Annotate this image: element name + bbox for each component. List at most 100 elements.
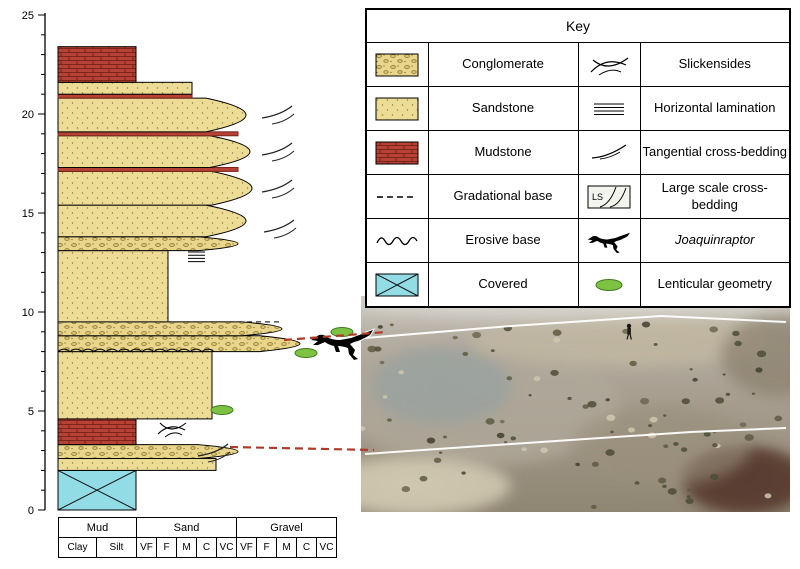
key-symbol-label: Horizontal lamination — [639, 86, 791, 131]
grain-cell: M — [276, 537, 297, 558]
conglomerate-swatch — [365, 42, 429, 87]
conglomerate-pattern — [375, 53, 419, 76]
gradational-base-line — [377, 195, 418, 198]
slickensides-icon — [590, 57, 629, 75]
strat-unit-mudstone — [57, 418, 137, 446]
grain-cell: VC — [316, 537, 337, 558]
key-row-sandstone: Sandstone Horizontal lamination — [365, 86, 791, 131]
sandstone-pattern — [375, 97, 419, 120]
slickensides-symbol-cell — [577, 42, 641, 87]
erosive-contact — [57, 348, 215, 353]
key-label: Covered — [427, 262, 579, 308]
correlation-line — [229, 445, 375, 452]
key-row-gradational: Gradational base LS Large scale cross-bedd… — [365, 174, 791, 219]
gradational-swatch — [365, 174, 429, 219]
ls-symbol-cell: LS — [577, 174, 641, 219]
grain-cell: VF — [136, 537, 157, 558]
strat-unit-conglomerate — [57, 444, 239, 460]
grain-group-gravel: Gravel — [236, 517, 337, 538]
key-row-conglomerate: Conglomerate Slickensides — [365, 42, 791, 87]
key-symbol-label: Joaquinraptor — [639, 218, 791, 263]
tangential-symbol — [263, 219, 297, 239]
covered-x — [57, 469, 137, 511]
tangential-symbol — [261, 142, 295, 162]
grain-cell: VC — [216, 537, 237, 558]
axis-tick-label: 20 — [22, 109, 34, 121]
sandstone-swatch — [365, 86, 429, 131]
mudstone-swatch — [365, 130, 429, 175]
covered-swatch — [365, 262, 429, 308]
strat-unit-mudstone — [57, 46, 137, 83]
strat-unit-conglomerate — [57, 335, 301, 353]
axis-tick-label: 5 — [28, 406, 34, 418]
axis-tick-label: 25 — [22, 10, 34, 22]
covered-pattern — [375, 273, 419, 296]
tangential-symbol — [261, 105, 295, 125]
grain-cell: C — [296, 537, 317, 558]
tangential-symbol — [261, 179, 295, 199]
ls-label: LS — [592, 192, 603, 202]
hlam-symbol-cell — [577, 86, 641, 131]
strat-unit-mudstone — [57, 131, 239, 137]
ellipse-symbol-cell — [577, 262, 641, 308]
axis-tick-label: 10 — [22, 307, 34, 319]
tangential-symbol-cell — [577, 130, 641, 175]
axis-tick-label: 15 — [22, 208, 34, 220]
strat-unit-sandstone — [57, 170, 253, 206]
grain-cell: F — [256, 537, 277, 558]
grain-group-sand: Sand — [136, 517, 237, 538]
dino-symbol-cell — [577, 218, 641, 263]
strat-unit-mudstone — [57, 93, 193, 99]
strat-unit-sandstone — [57, 351, 213, 420]
joaquinraptor-icon — [587, 232, 630, 253]
key-label: Erosive base — [427, 218, 579, 263]
ellipse-symbol — [330, 327, 354, 337]
lenticular-geometry-icon — [595, 278, 623, 291]
strat-unit-sandstone — [57, 135, 251, 168]
strat-unit-conglomerate — [57, 236, 239, 252]
mudstone-pattern — [375, 141, 419, 164]
outcrop-photo — [361, 296, 790, 512]
erosive-base-line — [376, 236, 418, 245]
key-row-mudstone: Mudstone Tangential cross-bedding — [365, 130, 791, 175]
strat-unit-sandstone — [57, 250, 169, 323]
key-label: Mudstone — [427, 130, 579, 175]
grain-cell: M — [176, 537, 197, 558]
grain-cell: Silt — [96, 537, 137, 558]
key-row-erosive: Erosive base Joaquinraptor — [365, 218, 791, 263]
outcrop-photo-art — [361, 296, 790, 512]
hlam-symbol — [188, 251, 205, 263]
grain-cell: F — [156, 537, 177, 558]
tangential-symbol — [197, 443, 231, 463]
key-label: Sandstone — [427, 86, 579, 131]
horizontal-lamination-icon — [594, 102, 624, 115]
strat-unit-sandstone — [57, 204, 247, 238]
key-label: Conglomerate — [427, 42, 579, 87]
key-symbol-label: Tangential cross-bedding — [639, 130, 791, 175]
key-title: Key — [365, 8, 791, 43]
key-label: Gradational base — [427, 174, 579, 219]
grain-cell: VF — [236, 537, 257, 558]
ellipse-symbol — [210, 405, 234, 415]
strat-unit-covered — [57, 469, 137, 511]
key-symbol-label: Slickensides — [639, 42, 791, 87]
large-scale-cross-bedding-icon: LS — [587, 185, 631, 208]
tangential-cross-bedding-icon — [591, 143, 627, 159]
key-symbol-label: Large scale cross-bedding — [639, 174, 791, 219]
key-symbol-label: Lenticular geometry — [639, 262, 791, 308]
strat-unit-conglomerate — [57, 321, 283, 337]
person-figure — [626, 323, 632, 340]
strat-unit-mudstone — [57, 166, 239, 172]
grain-cell: Clay — [58, 537, 97, 558]
grain-group-mud: Mud — [58, 517, 137, 538]
key-header-row: Key — [365, 8, 791, 43]
ellipse-symbol — [294, 348, 318, 358]
strat-unit-sandstone — [57, 81, 193, 95]
strat-unit-sandstone — [57, 458, 217, 471]
